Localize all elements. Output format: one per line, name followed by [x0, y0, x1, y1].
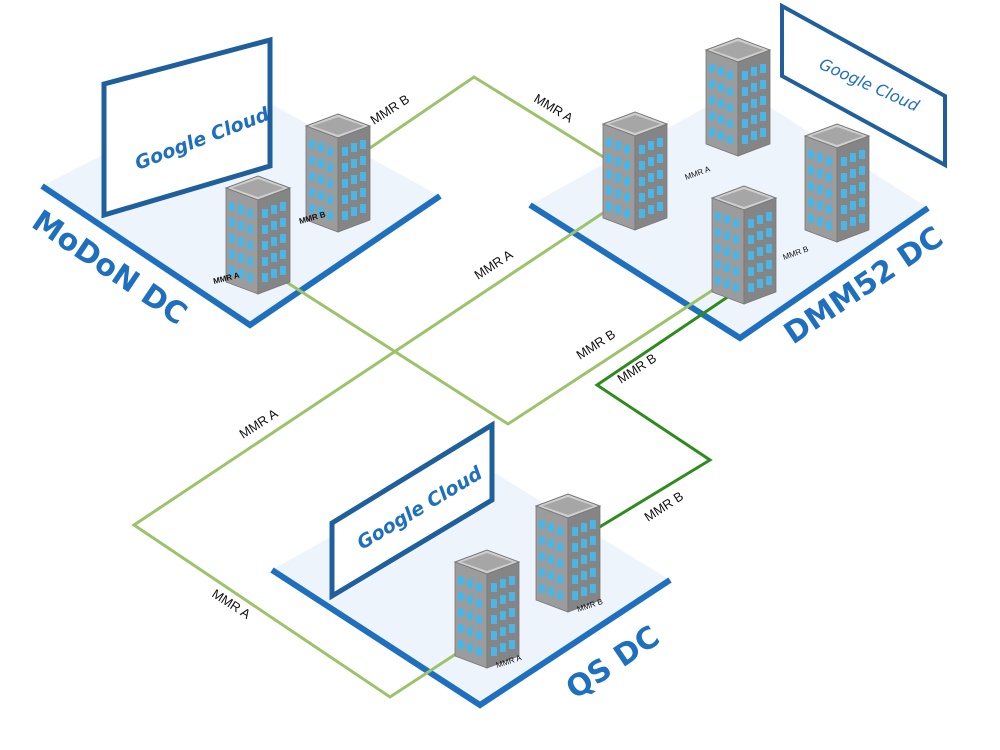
qs-mmr-a-building-icon — [454, 549, 520, 669]
modon-google-cloud-panel: Google Cloud — [101, 36, 273, 219]
link-lines — [131, 75, 736, 699]
dmm52-building-icon — [804, 123, 870, 243]
link-label: MMR A — [531, 91, 576, 126]
dmm52-building-icon — [705, 37, 771, 157]
dmm52-mmr-a-building-icon — [602, 111, 668, 231]
link-modon-a-dmm52-b — [279, 276, 723, 426]
link-dmm52-a-qs-a — [131, 205, 613, 699]
link-label: MMR A — [236, 406, 280, 442]
link-modon-b-dmm52-a — [369, 75, 606, 160]
link-label: MMR B — [641, 488, 686, 524]
qs-mmr-b-building-icon — [535, 493, 601, 613]
link-dmm52-b-qs-b — [594, 290, 736, 530]
dmm52-mmr-b-building-icon — [711, 185, 777, 305]
